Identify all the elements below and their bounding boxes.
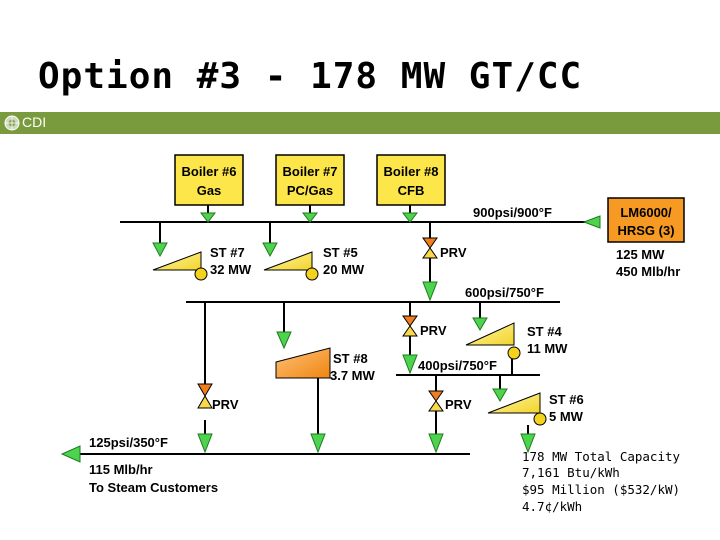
- flow-arrow-icon: [472, 317, 488, 331]
- flow-arrow-icon: [520, 433, 536, 454]
- header-125-label: 125psi/350°F: [89, 435, 168, 450]
- prv-valve-icon: [402, 315, 418, 337]
- flow-arrow-icon: [199, 212, 217, 223]
- prv-valve-icon: [197, 383, 213, 409]
- flow-arrow-icon: [197, 433, 213, 454]
- st4-name: ST #4: [527, 324, 562, 339]
- gt-label: LM6000/: [620, 205, 672, 220]
- st6-output: 5 MW: [549, 409, 584, 424]
- flow-arrow-icon: [492, 388, 508, 402]
- st5-output: 20 MW: [323, 262, 365, 277]
- customer-flow: 115 Mlb/hr: [89, 462, 153, 477]
- boiler-8: Boiler #8 CFB: [376, 154, 446, 206]
- gt-hrsg-box: LM6000/ HRSG (3): [607, 197, 685, 243]
- header-lines: [70, 205, 600, 455]
- boiler-6-label: Boiler #6: [182, 164, 237, 179]
- prv-label: PRV: [420, 323, 447, 338]
- summary-heat-rate: 7,161 Btu/kWh: [522, 465, 620, 480]
- boiler-7-label: Boiler #7: [283, 164, 338, 179]
- header-900-label: 900psi/900°F: [473, 205, 552, 220]
- brand-name: CDI: [22, 114, 47, 130]
- boiler-6: Boiler #6 Gas: [174, 154, 244, 206]
- prv-valves: [197, 237, 444, 412]
- st6-name: ST #6: [549, 392, 584, 407]
- flow-arrow-icon: [401, 212, 419, 223]
- steam-turbine-st7: [152, 251, 208, 281]
- flow-arrow-icon: [402, 354, 418, 375]
- customer-destination: To Steam Customers: [89, 480, 218, 495]
- slide-title: Option #3 - 178 MW GT/CC: [38, 56, 583, 97]
- boiler-6-fuel: Gas: [197, 183, 222, 198]
- flow-arrow-icon: [262, 242, 278, 258]
- prv-label: PRV: [440, 245, 467, 260]
- summary-cost: $95 Million ($532/kW): [522, 482, 680, 497]
- header-400-label: 400psi/750°F: [418, 358, 497, 373]
- gt-output-steam: 450 Mlb/hr: [616, 264, 680, 279]
- st7-name: ST #7: [210, 245, 245, 260]
- gt-output-mw: 125 MW: [616, 247, 665, 262]
- st5-name: ST #5: [323, 245, 358, 260]
- st4-output: 11 MW: [527, 341, 568, 356]
- prv-label: PRV: [212, 397, 239, 412]
- cdi-logo-icon: [4, 115, 20, 131]
- flow-arrow-icon: [422, 281, 438, 302]
- summary-capacity: 178 MW Total Capacity: [522, 449, 681, 464]
- flow-arrow-icon: [276, 331, 292, 350]
- st7-output: 32 MW: [210, 262, 252, 277]
- steam-turbine-st8: [275, 347, 331, 379]
- header-600-label: 600psi/750°F: [465, 285, 544, 300]
- prv-valve-icon: [428, 390, 444, 412]
- boiler-7: Boiler #7 PC/Gas: [275, 154, 345, 206]
- steam-turbine-st5: [263, 251, 319, 281]
- flow-arrow-icon: [152, 242, 168, 258]
- prv-valve-icon: [422, 237, 438, 259]
- flow-arrow-icon: [60, 445, 81, 463]
- flow-arrow-icon: [301, 212, 319, 223]
- st8-output: 3.7 MW: [330, 368, 376, 383]
- boiler-8-fuel: CFB: [398, 183, 425, 198]
- flow-arrows: [60, 212, 601, 463]
- hrsg-label: HRSG (3): [617, 223, 674, 238]
- boiler-8-label: Boiler #8: [384, 164, 439, 179]
- steam-cycle-diagram: Boiler #6 Gas Boiler #7 PC/Gas Boiler #8…: [60, 154, 685, 514]
- flow-arrow-icon: [428, 433, 444, 454]
- boiler-7-fuel: PC/Gas: [287, 183, 333, 198]
- st8-name: ST #8: [333, 351, 368, 366]
- summary-energy-cost: 4.7¢/kWh: [522, 499, 582, 514]
- flow-arrow-icon: [310, 433, 326, 454]
- steam-turbine-st6: [487, 392, 547, 426]
- steam-turbine-st4: [465, 322, 521, 360]
- brand-bar: CDI: [0, 112, 720, 134]
- flow-arrow-icon: [582, 215, 601, 229]
- prv-label: PRV: [445, 397, 472, 412]
